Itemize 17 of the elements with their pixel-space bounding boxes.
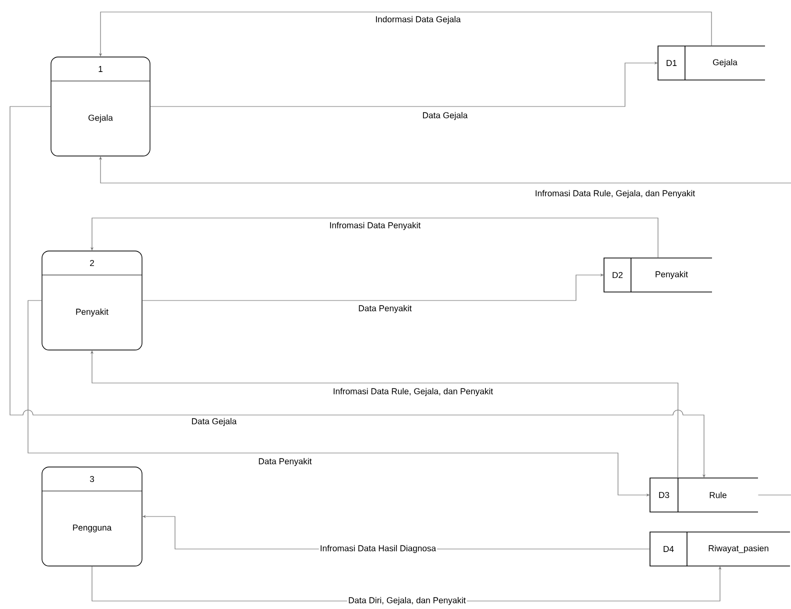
process-box: 3 Pengguna (42, 466, 142, 566)
edge-label: Indormasi Data Gejala (374, 14, 462, 25)
data-store: D4 Riwayat_pasien (650, 532, 790, 566)
edge-label: Infromasi Data Hasil Diagnosa (318, 544, 438, 554)
edge-label: Data Penyakit (357, 304, 413, 314)
edge-label: Data Gejala (421, 110, 469, 121)
data-store: D2 Penyakit (604, 258, 712, 292)
edge-label: Infromasi Data Penyakit (328, 220, 422, 231)
process-box: 2 Penyakit (42, 250, 142, 350)
edge-label: Data Penyakit (257, 456, 313, 467)
data-store: D1 Gejala (658, 46, 766, 80)
process-box: 1 Gejala (50, 56, 150, 156)
edge-label: Data Diri, Gejala, dan Penyakit (347, 596, 467, 606)
edge-label: Infromasi Data Rule, Gejala, dan Penyakit (332, 386, 494, 397)
edge-label: Data Gejala (190, 416, 238, 427)
data-store: D3 Rule (650, 478, 758, 512)
edge-label: Infromasi Data Rule, Gejala, dan Penyakit (534, 189, 696, 199)
